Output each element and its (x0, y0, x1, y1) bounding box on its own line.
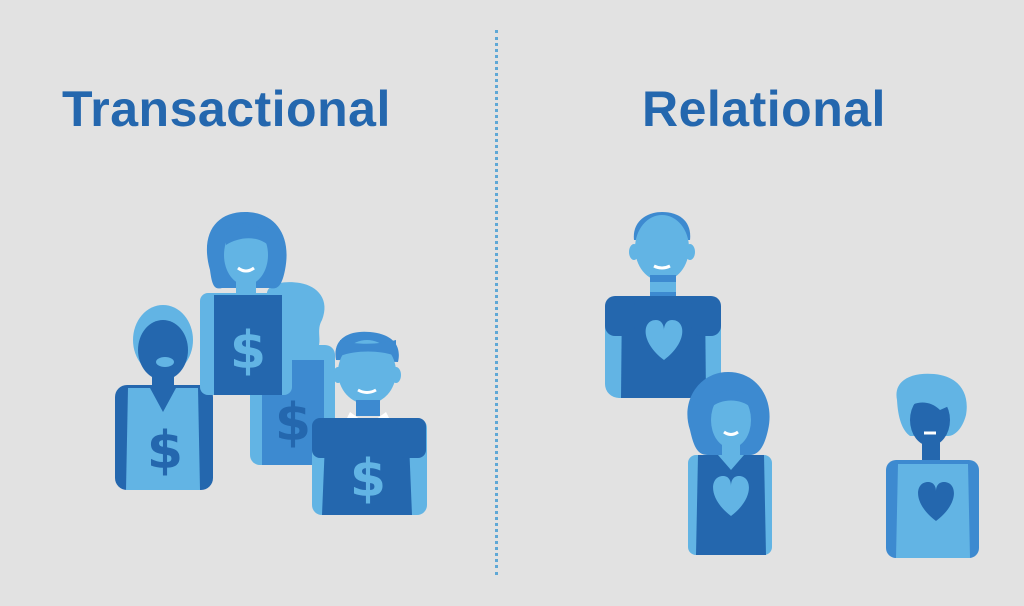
heart-icon (918, 482, 954, 521)
dotted-divider (495, 30, 498, 575)
dollar-icon: $ (275, 393, 311, 453)
transactional-title: Transactional (62, 81, 391, 137)
figure-man-dollar: $ (312, 331, 427, 515)
figure-boy-dollar: $ (115, 305, 213, 490)
dollar-icon: $ (230, 321, 266, 381)
dollar-icon: $ (350, 449, 386, 509)
figure-woman-dollar: $ (200, 212, 292, 395)
dollar-icon: $ (147, 421, 183, 481)
relational-title: Relational (642, 81, 886, 137)
heart-icon (713, 476, 749, 516)
figure-person-heart (886, 373, 979, 558)
heart-icon (645, 320, 683, 360)
figure-woman-heart (687, 372, 772, 555)
figure-man-heart (605, 212, 721, 398)
